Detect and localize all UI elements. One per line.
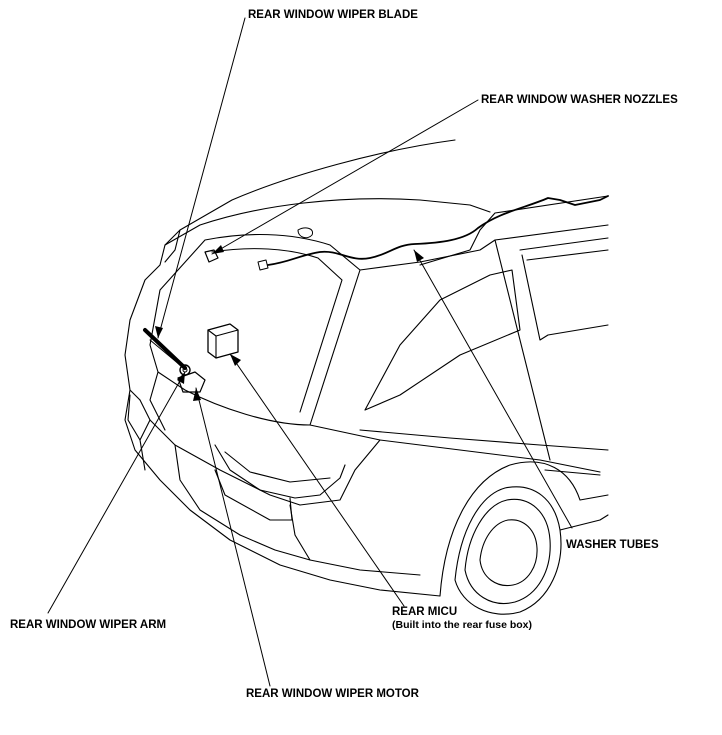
label-rear-micu-note: (Built into the rear fuse box) bbox=[392, 619, 533, 631]
washer-tube-line bbox=[267, 195, 609, 266]
vehicle-body-outline bbox=[124, 139, 609, 615]
leader-wiper-blade bbox=[157, 17, 246, 339]
leader-wiper-motor bbox=[195, 387, 271, 687]
label-rear-window-wiper-arm: REAR WINDOW WIPER ARM bbox=[10, 619, 167, 631]
leader-micu bbox=[229, 353, 405, 607]
label-rear-window-washer-nozzles: REAR WINDOW WASHER NOZZLES bbox=[481, 94, 678, 106]
leader-wiper-arm bbox=[47, 371, 186, 614]
label-rear-micu: REAR MICU bbox=[392, 606, 458, 618]
leader-lines bbox=[47, 17, 573, 687]
arrowheads bbox=[155, 245, 424, 401]
leader-washer-nozzles bbox=[211, 99, 479, 255]
label-washer-tubes: WASHER TUBES bbox=[566, 539, 659, 551]
label-rear-window-wiper-motor: REAR WINDOW WIPER MOTOR bbox=[246, 688, 419, 700]
leader-washer-tubes bbox=[413, 249, 573, 529]
label-rear-window-wiper-blade: REAR WINDOW WIPER BLADE bbox=[248, 9, 418, 21]
